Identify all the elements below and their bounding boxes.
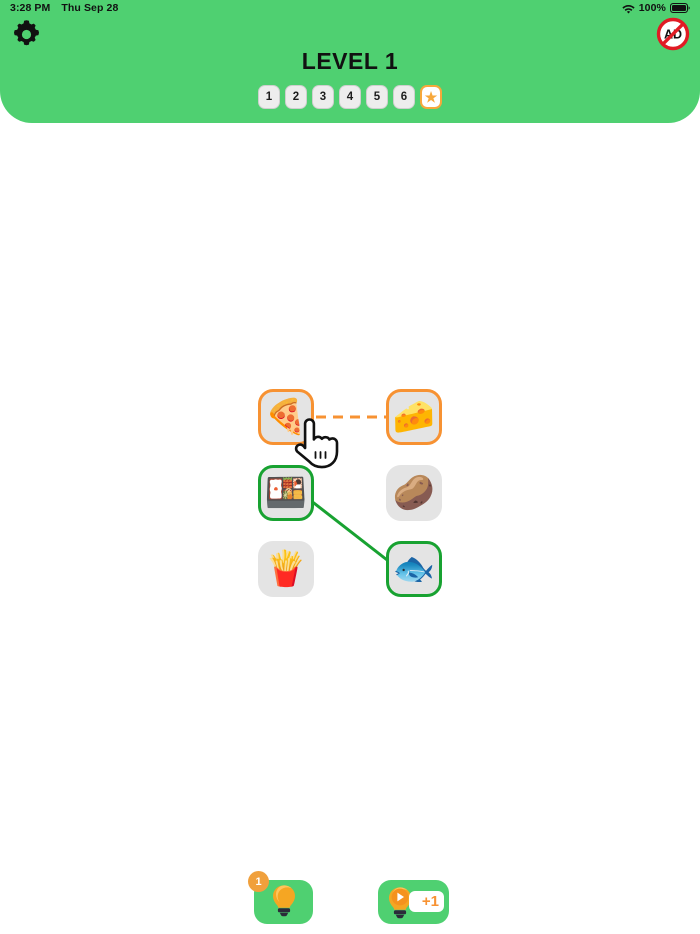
progress-pill-1[interactable]: 1 — [258, 85, 280, 109]
connection-bento-fish — [300, 491, 392, 565]
no-ads-icon: AD — [656, 17, 690, 55]
progress-pill-4[interactable]: 4 — [339, 85, 361, 109]
no-ads-button[interactable]: AD — [656, 17, 690, 51]
tile-fish[interactable]: 🐟 — [386, 541, 442, 597]
lightbulb-icon — [269, 883, 299, 922]
gear-icon — [10, 20, 43, 55]
hint-increment-label: +1 — [408, 891, 444, 912]
settings-button[interactable] — [10, 18, 43, 51]
watch-ad-for-hint-button[interactable]: +1 — [378, 880, 449, 924]
progress-pill-5[interactable]: 5 — [366, 85, 388, 109]
lightbulb-play-icon — [385, 885, 415, 924]
status-bar: 3:28 PM Thu Sep 28 100% — [0, 0, 700, 16]
status-bar-left: 3:28 PM Thu Sep 28 — [10, 2, 118, 14]
progress-pill-3[interactable]: 3 — [312, 85, 334, 109]
tile-pizza[interactable]: 🍕 — [258, 389, 314, 445]
battery-icon — [670, 3, 690, 13]
tile-bento[interactable]: 🍱 — [258, 465, 314, 521]
wifi-icon — [622, 4, 635, 14]
tile-cheese[interactable]: 🧀 — [386, 389, 442, 445]
tile-fries[interactable]: 🍟 — [258, 541, 314, 597]
progress-pill-row: 1 2 3 4 5 6 ★ — [0, 85, 700, 109]
status-bar-right: 100% — [622, 2, 690, 14]
hint-count-badge: 1 — [248, 871, 269, 892]
header-panel: 3:28 PM Thu Sep 28 100% — [0, 0, 700, 123]
status-time: 3:28 PM — [10, 2, 51, 14]
hint-button[interactable]: 1 — [248, 871, 313, 924]
page-title: LEVEL 1 — [301, 48, 399, 74]
progress-pill-star[interactable]: ★ — [420, 85, 442, 109]
battery-percent: 100% — [638, 2, 666, 14]
progress-pill-2[interactable]: 2 — [285, 85, 307, 109]
status-date: Thu Sep 28 — [61, 2, 119, 14]
tile-potato[interactable]: 🥔 — [386, 465, 442, 521]
progress-pill-6[interactable]: 6 — [393, 85, 415, 109]
